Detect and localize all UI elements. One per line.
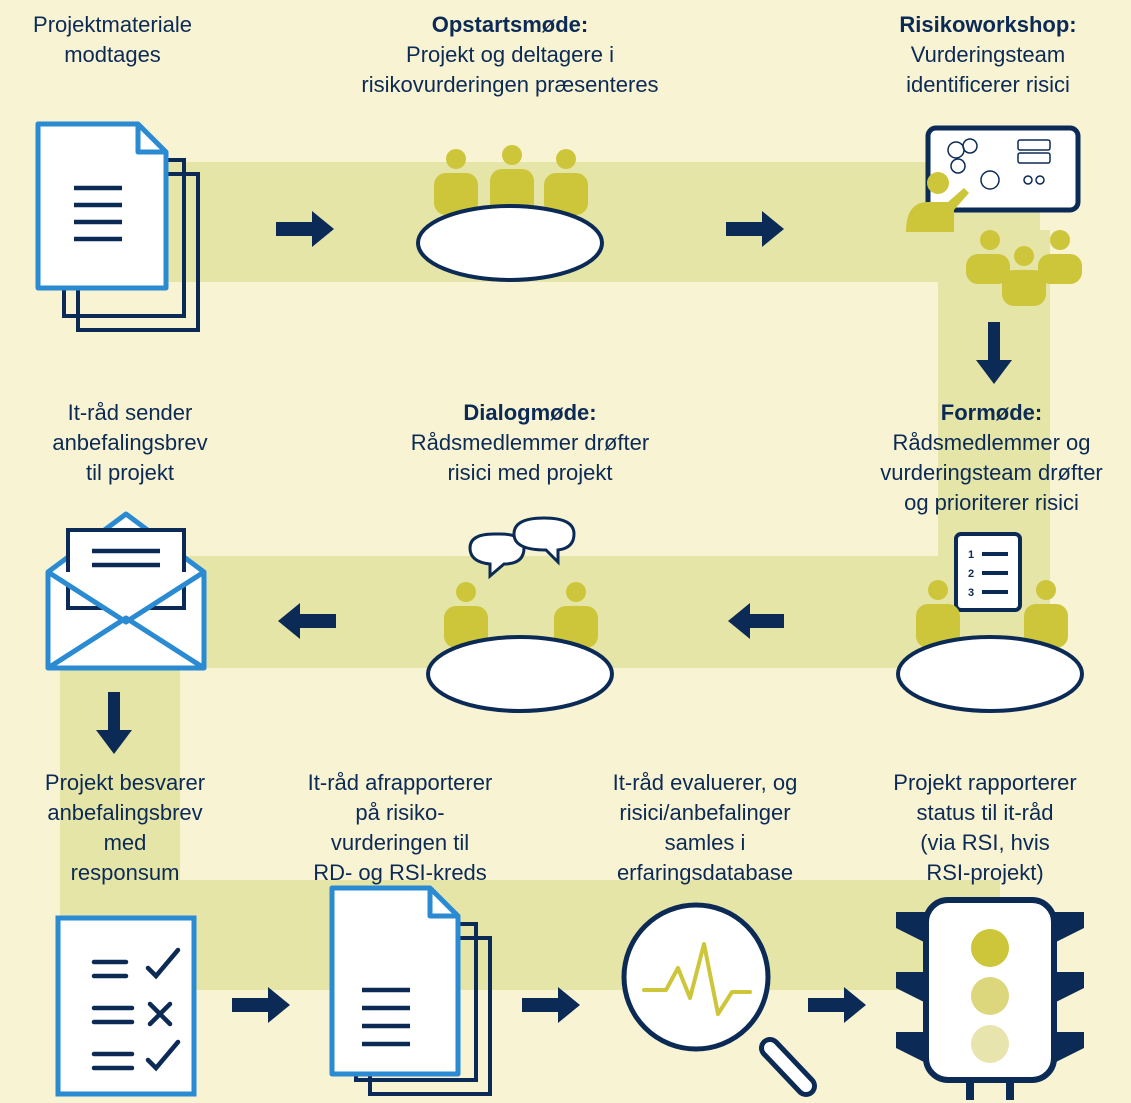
arrow-right-icon: [726, 211, 784, 247]
step-label: Opstartsmøde: Projekt og deltagere i ris…: [361, 12, 659, 97]
priority-number-3: 3: [968, 587, 974, 599]
documents-icon: [35, 121, 200, 332]
arrow-right-icon: [276, 211, 334, 247]
step-label: Risikoworkshop: Vurderingsteam identific…: [899, 12, 1077, 97]
dialogue-meeting-icon: [426, 516, 614, 713]
arrow-right-icon: [232, 987, 290, 1023]
step-label: Dialogmøde: Rådsmedlemmer drøfter risici…: [410, 400, 650, 485]
step-label: Projekt besvarer anbefalingsbrev med res…: [44, 770, 206, 885]
step-label: Formøde: Rådsmedlemmer og vurderingsteam…: [880, 400, 1103, 515]
report-documents-icon: [329, 885, 492, 1096]
priority-number-2: 2: [968, 568, 974, 580]
traffic-light-icon: [896, 897, 1084, 1100]
arrow-down-icon: [96, 692, 132, 754]
step-label: It-råd evaluerer, og risici/anbefalinger…: [612, 770, 798, 885]
arrow-left-icon: [278, 603, 336, 639]
magnifier-pulse-icon: [621, 902, 817, 1097]
arrow-right-icon: [522, 987, 580, 1023]
arrow-right-icon: [808, 987, 866, 1023]
prioritized-list-meeting-icon: 1 2 3: [896, 532, 1084, 713]
arrow-left-icon: [728, 603, 784, 639]
meeting-table-icon: [416, 145, 604, 282]
step-label: It-råd sender anbefalingsbrev til projek…: [52, 400, 208, 485]
priority-number-1: 1: [968, 549, 974, 561]
checklist-icon: [55, 915, 197, 1097]
arrow-down-icon: [976, 322, 1012, 384]
step-label: It-råd afrapporterer på risiko- vurderin…: [307, 770, 493, 885]
step-label: Projekt rapporterer status til it-råd (v…: [893, 770, 1077, 885]
step-label: Projektmateriale modtages: [33, 12, 192, 67]
envelope-letter-icon: [45, 511, 207, 671]
workshop-presentation-icon: [906, 125, 1082, 306]
